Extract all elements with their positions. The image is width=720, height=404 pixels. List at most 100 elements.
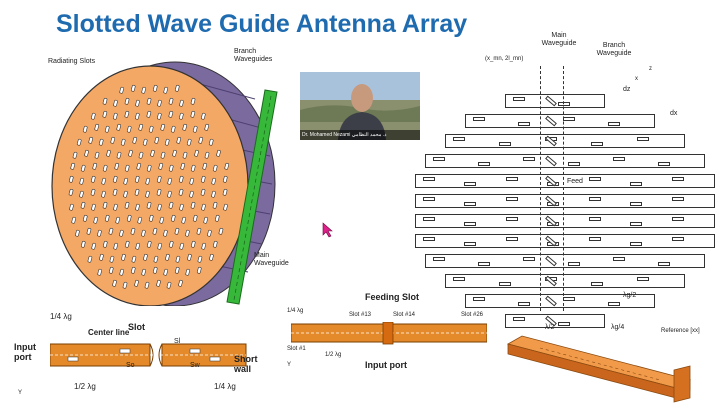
array-slot: [423, 217, 435, 221]
radiating-slot: [90, 175, 96, 183]
radiating-slot: [82, 214, 88, 222]
feeding-slot-label: Feeding Slot: [365, 292, 419, 302]
array-slot: [608, 122, 620, 126]
radiating-slot: [179, 99, 184, 107]
radiating-slot: [156, 279, 161, 287]
radiating-slot: [91, 242, 97, 250]
array-slot: [464, 202, 477, 206]
radiating-slot: [172, 149, 177, 157]
branch-waveguide-row: [415, 174, 715, 188]
radiating-slot: [135, 242, 141, 250]
main-waveguide-label-right: Main Waveguide: [541, 32, 577, 47]
branch-waveguide-row: [415, 234, 715, 248]
radiating-slot: [163, 86, 169, 94]
radiating-slot: [190, 97, 196, 105]
array-slot: [518, 122, 530, 126]
radiating-slot: [112, 188, 118, 196]
lambda-half-label: λ/2: [545, 324, 555, 331]
radiating-slot: [101, 177, 107, 185]
array-slot: [591, 282, 603, 286]
radiating-slot: [108, 227, 114, 235]
array-slot: [588, 237, 601, 241]
array-slot: [671, 197, 684, 201]
radiating-slot: [208, 138, 214, 146]
dz-label: dz: [623, 86, 631, 93]
array-slot: [630, 222, 643, 226]
reference-label: Reference [xx]: [661, 328, 700, 334]
array-slot: [671, 237, 684, 241]
radiating-slot: [131, 255, 137, 263]
radiating-slot: [176, 136, 182, 144]
radiating-slot: [94, 151, 100, 159]
radiating-slot: [113, 242, 119, 250]
radiating-slot: [80, 164, 86, 172]
radiating-slot: [144, 281, 150, 289]
presenter-video[interactable]: Dr. Mohamed Nezami د. محمد النظامي: [300, 72, 420, 140]
radiating-slot: [97, 268, 103, 276]
radiating-slot: [106, 149, 111, 157]
radiating-slot: [185, 268, 191, 276]
radiating-slot: [200, 188, 206, 196]
radiating-slot: [222, 188, 228, 196]
radiating-slot: [202, 162, 208, 170]
radiating-slot: [90, 188, 96, 196]
radiating-slot: [181, 216, 187, 224]
radiating-slot: [179, 112, 184, 120]
radiating-slot: [148, 214, 154, 222]
radiating-slot: [190, 201, 196, 209]
radiating-slot: [134, 279, 139, 287]
branch-waveguide-row: [425, 154, 705, 168]
radiating-slot: [138, 123, 144, 131]
array-slot: [513, 97, 525, 101]
lambda-g-half-label: λg/2: [623, 292, 637, 299]
radiating-slot: [198, 136, 204, 144]
radiating-slot: [168, 240, 174, 248]
radiating-slot: [152, 84, 158, 92]
radiating-slot: [170, 125, 176, 133]
radiating-slot: [113, 203, 118, 211]
radiating-slot: [113, 99, 118, 107]
array-slot: [464, 222, 477, 226]
s-w-label: Sw: [190, 362, 200, 369]
radiating-slot: [174, 84, 180, 92]
radiating-slot: [146, 97, 152, 105]
radiating-slot: [146, 110, 152, 118]
array-slot: [613, 257, 625, 261]
radiating-slot: [157, 242, 163, 250]
radiating-slot: [214, 214, 220, 222]
radiating-slot: [175, 255, 181, 263]
radiating-slot: [187, 253, 192, 261]
radiating-slot: [168, 201, 174, 209]
radiating-slot: [179, 203, 184, 211]
radiating-slot: [134, 188, 140, 196]
slot-14-label: Slot #14: [393, 312, 416, 318]
bottom-left-waveguide: 1/4 λg Center line Slot Input port Short…: [0, 312, 270, 404]
radiating-slot: [124, 240, 130, 248]
radiating-slot: [224, 162, 230, 170]
slot-coordinate-label: (x_mn, 2l_mn): [485, 56, 524, 62]
array-slot: [505, 177, 518, 181]
array-slot: [568, 162, 580, 166]
slot-1-label: Slot #1: [287, 346, 306, 352]
main-waveguide-label-left: Main Waveguide: [254, 252, 289, 267]
radiating-slot: [179, 242, 185, 250]
array-slot: [630, 242, 643, 246]
radiating-slot: [166, 281, 172, 289]
branch-waveguide-label: Branch Waveguide: [596, 42, 632, 57]
quarter-lambda-center: 1/4 λg: [287, 308, 304, 314]
array-slot: [505, 217, 518, 221]
radiating-slot: [141, 268, 147, 276]
radiating-slot: [104, 125, 110, 133]
radiating-slot: [201, 203, 206, 211]
radiating-slot: [138, 151, 144, 159]
radiating-slot: [216, 149, 221, 157]
radiating-slot: [102, 201, 108, 209]
radiating-slot: [192, 214, 198, 222]
radiating-slot: [141, 229, 146, 237]
array-slot: [473, 117, 485, 121]
array-slot: [630, 202, 643, 206]
radiating-slot: [190, 240, 196, 248]
radiating-slot: [203, 216, 209, 224]
radiating-slot: [99, 253, 104, 261]
radiating-slot: [222, 175, 228, 183]
